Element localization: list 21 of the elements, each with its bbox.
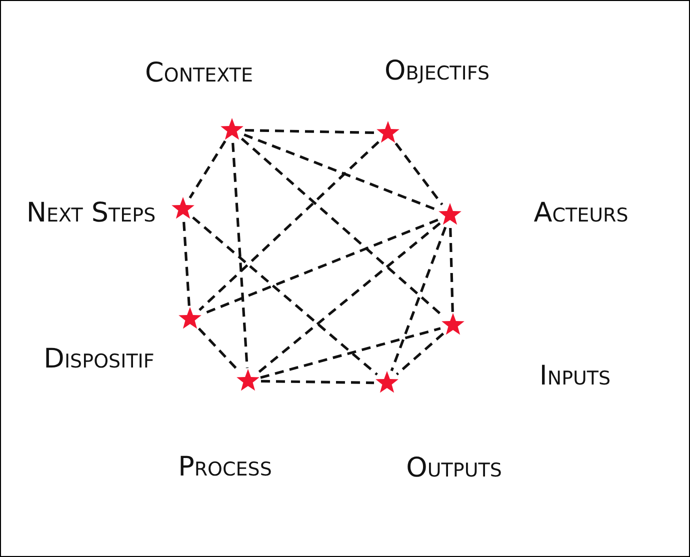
node-label: Inputs xyxy=(539,362,611,390)
dashed-connector xyxy=(390,226,447,372)
dashed-connector xyxy=(394,142,444,206)
dashed-connector xyxy=(188,140,226,199)
dashed-connector xyxy=(449,228,454,312)
dashed-connector xyxy=(198,140,380,312)
node-label: Next Steps xyxy=(26,200,156,226)
dashed-connector xyxy=(260,327,441,379)
dashed-connector xyxy=(260,380,374,384)
node-label: Acteurs xyxy=(534,200,628,226)
node-label: Objectifs xyxy=(384,58,490,84)
dashed-connector xyxy=(244,128,376,134)
node-label: Contexte xyxy=(145,60,253,86)
node-label: Dispositif xyxy=(44,346,154,372)
dashed-connector xyxy=(192,216,378,376)
node-label: Process xyxy=(178,454,272,480)
dashed-connector xyxy=(396,332,444,376)
dashed-connector xyxy=(182,222,190,306)
node-label: Outputs xyxy=(406,454,502,482)
dashed-connector xyxy=(232,142,248,368)
dashed-connector xyxy=(257,222,441,374)
